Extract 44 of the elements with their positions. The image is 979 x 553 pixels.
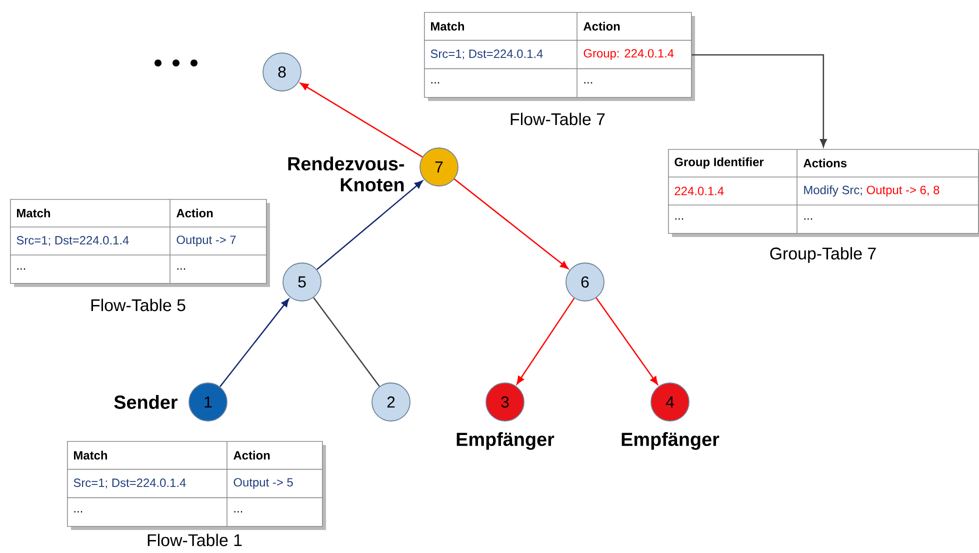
cell-text: Src=1; Dst=224.0.1.4 — [430, 50, 543, 60]
table — [66, 440, 326, 530]
cell-text: Group: 224.0.1.4 — [584, 49, 674, 60]
cell-text: Output -> 5 — [234, 478, 293, 489]
table — [10, 198, 270, 287]
cell-text: ... — [74, 511, 82, 512]
column-header: Group Identifier — [674, 157, 764, 169]
node-label: Empfänger — [456, 432, 554, 450]
table-caption: Group-Table 7 — [770, 247, 876, 263]
arrow — [692, 54, 827, 148]
column-header: Action — [234, 450, 270, 460]
cell-text: ... — [804, 218, 812, 220]
arrow — [516, 298, 575, 384]
node-label: Sender — [114, 395, 178, 409]
cell-text: ... — [584, 82, 592, 84]
cell-text: 224.0.1.4 — [674, 186, 724, 196]
table-caption: Flow-Table 1 — [148, 534, 242, 546]
arrow — [316, 180, 423, 270]
cell-text: ... — [675, 218, 684, 220]
arrow — [596, 298, 658, 385]
node-label: Rendezvous-Knoten — [288, 156, 404, 192]
cell-text: ... — [431, 82, 440, 84]
cell-text: ... — [234, 511, 242, 512]
table — [424, 12, 695, 101]
cell-text: Src=1; Dst=224.0.1.4 — [16, 236, 129, 246]
column-header: Action — [584, 22, 620, 31]
cell-text: ... — [17, 268, 26, 270]
cell-text: Modify Src; Output -> 6, 8 — [804, 185, 940, 197]
column-header: Match — [431, 22, 464, 31]
arrow — [454, 178, 568, 270]
arrow — [220, 298, 290, 388]
column-header: Match — [17, 208, 50, 218]
cell-text: Output -> 7 — [176, 236, 236, 246]
column-header: Match — [74, 450, 107, 460]
cell-text: Src=1; Dst=224.0.1.4 — [74, 478, 186, 488]
table — [668, 148, 979, 237]
node-label: Empfänger — [622, 432, 720, 450]
column-header: Actions — [804, 158, 847, 168]
cell-text: ... — [177, 268, 186, 270]
connector-line — [313, 297, 380, 387]
table-caption: Flow-Table 5 — [91, 298, 186, 312]
column-header: Action — [176, 208, 213, 218]
table-caption: Flow-Table 7 — [510, 112, 605, 126]
arrow — [300, 82, 423, 158]
